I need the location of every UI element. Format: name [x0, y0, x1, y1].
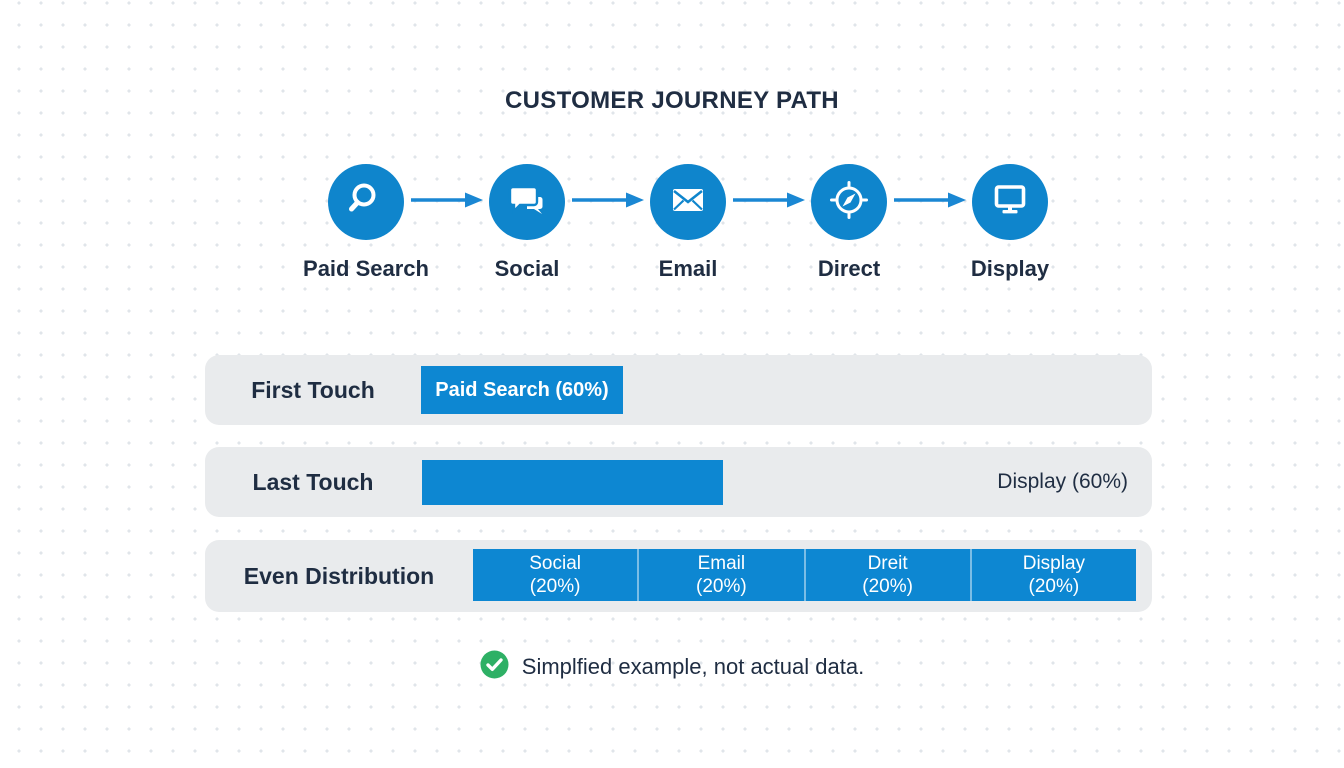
segment-email: Email (20%): [637, 549, 804, 601]
step-label: Email: [658, 256, 718, 281]
segment-value: (20%): [696, 576, 747, 597]
journey-step-paid-search: Paid Search: [303, 164, 429, 281]
last-touch-row: Last Touch Display (60%): [205, 447, 1152, 517]
segment-name: Display: [1022, 552, 1086, 574]
segment-name: Dreit: [867, 552, 908, 574]
even-distribution-row: Even Distribution Social (20%) Email (20…: [205, 540, 1152, 612]
footer-text: Simplfied example, not actual data.: [521, 654, 865, 679]
arrow-right-icon: [571, 191, 645, 214]
check-icon: [480, 650, 509, 684]
step-label: Social: [494, 256, 560, 281]
footer-note: Simplfied example, not actual data.: [0, 650, 1344, 684]
last-touch-outside-text: Display (60%): [997, 470, 1128, 493]
step-label: Paid Search: [303, 256, 429, 281]
search-icon: [345, 179, 387, 226]
social-circle: [489, 164, 565, 240]
journey-step-social: Social: [489, 164, 565, 281]
segment-social: Social (20%): [473, 549, 638, 601]
last-touch-label: Last Touch: [252, 468, 374, 495]
arrow-right-icon: [410, 191, 484, 214]
paid-search-circle: [328, 164, 404, 240]
first-touch-bar: Paid Search (60%): [421, 366, 623, 414]
compass-icon: [827, 178, 871, 227]
step-label: Display: [970, 256, 1050, 281]
journey-step-display: Display: [971, 164, 1049, 281]
display-circle: [972, 164, 1048, 240]
page-title: CUSTOMER JOURNEY PATH: [505, 87, 839, 114]
arrow-right-icon: [893, 191, 967, 214]
segment-display: Display (20%): [969, 549, 1136, 601]
segment-name: Email: [697, 552, 746, 574]
journey-path: Paid Search Social: [303, 164, 1049, 294]
direct-circle: [811, 164, 887, 240]
segment-value: (20%): [1028, 576, 1080, 597]
even-distribution-segments: Social (20%) Email (20%) Dreit (20%) Dis…: [473, 549, 1136, 601]
first-touch-row: First Touch Paid Search (60%): [205, 355, 1152, 425]
segment-name: Social: [529, 552, 581, 574]
envelope-icon: [667, 179, 709, 226]
segment-value: (20%): [862, 576, 913, 597]
email-circle: [650, 164, 726, 240]
arrow-right-icon: [732, 191, 806, 214]
step-label: Direct: [817, 256, 881, 281]
last-touch-bar: [422, 460, 723, 505]
segment-direct: Dreit (20%): [803, 549, 970, 601]
first-touch-label: First Touch: [251, 376, 375, 403]
journey-step-direct: Direct: [811, 164, 887, 281]
attribution-rows: First Touch Paid Search (60%) Last Touch…: [205, 355, 1152, 613]
first-touch-bar-text: Paid Search (60%): [435, 378, 609, 401]
segment-value: (20%): [529, 576, 581, 597]
chat-bubbles-icon: [506, 179, 548, 226]
journey-step-email: Email: [650, 164, 726, 281]
monitor-icon: [988, 178, 1032, 227]
even-distribution-label: Even Distribution: [243, 562, 435, 589]
